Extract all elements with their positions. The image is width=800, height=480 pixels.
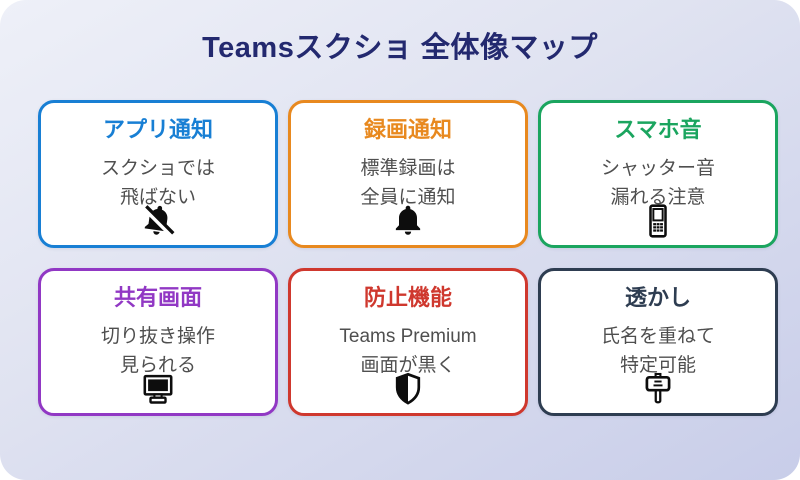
card-title: アプリ通知 — [102, 117, 213, 142]
card-text-line: 氏名を重ねて — [600, 325, 715, 347]
card-title: スマホ音 — [614, 117, 702, 142]
card-body: シャッター音 漏れる注意 — [601, 154, 715, 213]
card-prevention-feature: 防止機能 Teams Premium 画面が黒く — [288, 268, 528, 416]
card-app-notification: アプリ通知 スクショでは 飛ばない — [38, 100, 278, 248]
shield-icon — [389, 370, 427, 408]
card-title: 録画通知 — [363, 117, 452, 142]
card-smartphone-sound: スマホ音 シャッター音 漏れる注意 — [538, 100, 778, 248]
card-text-line: 見られる — [119, 355, 196, 377]
card-shared-screen: 共有画面 切り抜き操作 見られる — [38, 268, 278, 416]
card-body: 切り抜き操作 見られる — [101, 322, 215, 381]
card-body: スクショでは 飛ばない — [101, 154, 215, 213]
card-text-line: 画面が黒く — [360, 355, 456, 377]
card-title: 防止機能 — [363, 285, 452, 310]
card-text-line: 全員に通知 — [360, 187, 456, 209]
card-recording-notification: 録画通知 標準録画は 全員に通知 — [288, 100, 528, 248]
bell-off-icon — [139, 202, 177, 240]
card-body: 標準録画は 全員に通知 — [360, 154, 455, 213]
card-watermark: 透かし 氏名を重ねて 特定可能 — [538, 268, 778, 416]
mobile-phone-icon — [639, 202, 677, 240]
desktop-monitor-icon — [139, 370, 177, 408]
card-text-line: 飛ばない — [119, 187, 196, 209]
signpost-icon — [639, 370, 677, 408]
card-title: 共有画面 — [113, 285, 202, 310]
page-title: Teamsスクショ 全体像マップ — [202, 32, 598, 64]
card-text-line: 漏れる注意 — [610, 187, 706, 209]
card-text-line: 標準録画は — [360, 157, 456, 179]
card-title: 透かし — [624, 285, 691, 310]
card-text-line: Teams Premium — [339, 325, 477, 347]
card-body: 氏名を重ねて 特定可能 — [601, 322, 715, 381]
card-text-line: スクショでは — [100, 157, 215, 179]
card-text-line: 特定可能 — [619, 355, 696, 377]
card-text-line: 切り抜き操作 — [100, 325, 215, 347]
bell-icon — [389, 202, 427, 240]
card-text-line: シャッター音 — [600, 157, 715, 179]
card-grid: アプリ通知 スクショでは 飛ばない 録画通知 標準録画は — [38, 100, 778, 416]
card-body: Teams Premium 画面が黒く — [339, 322, 476, 381]
